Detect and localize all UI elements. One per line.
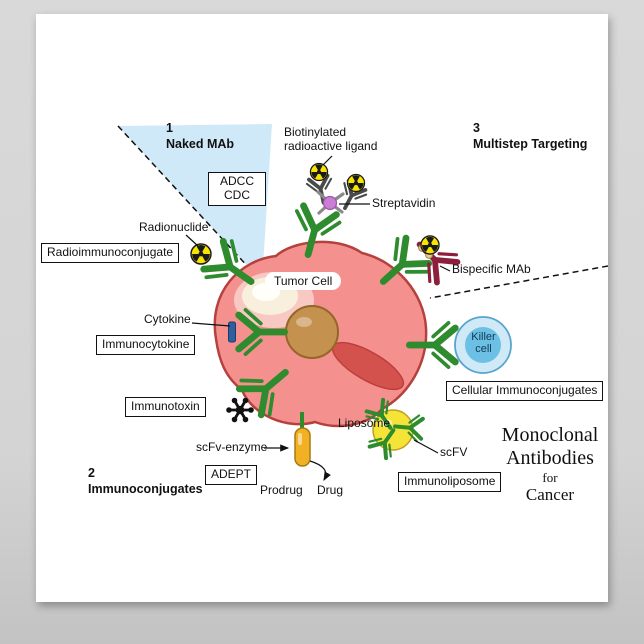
cytokine-icon — [228, 321, 236, 343]
section-3-title: Multistep Targeting — [473, 137, 588, 151]
liposome-icon — [362, 396, 426, 462]
section-3-number: 3 — [473, 121, 480, 135]
poster: 1 Naked MAb ADCC CDC Biotinylated radioa… — [36, 14, 608, 602]
cytokine-label: Cytokine — [144, 312, 191, 326]
cdc-label: CDC — [224, 187, 250, 202]
adcc-cdc-box: ADCC CDC — [208, 172, 266, 206]
enzyme-capsule-icon — [294, 427, 311, 467]
scfv-enzyme-label: scFv-enzyme — [196, 440, 268, 454]
killer-cell-label-line2: cell — [475, 343, 492, 355]
poster-title: Monoclonal Antibodies for Cancer — [480, 424, 620, 505]
radioimmunoconjugate-box: Radioimmunoconjugate — [41, 243, 180, 263]
killer-cell-inner — [465, 327, 501, 363]
killer-cell-icon — [454, 316, 512, 374]
section-2-title: Immunoconjugates — [88, 482, 203, 496]
radionuclide-label: Radionuclide — [139, 220, 209, 234]
section-1-title: Naked MAb — [166, 137, 235, 151]
section-2-number: 2 — [88, 466, 95, 480]
streptavidin-label: Streptavidin — [372, 196, 436, 210]
liposome-label: Liposome — [338, 416, 391, 430]
immunotoxin-box: Immunotoxin — [125, 397, 206, 417]
killer-cell-label: Killer cell — [461, 331, 506, 355]
title-line2: Antibodies — [506, 447, 594, 469]
cellular-immunoconjugates-box: Cellular Immunoconjugates — [446, 381, 604, 401]
adcc-label: ADCC — [219, 174, 254, 188]
radiation-icon — [309, 162, 329, 182]
killer-cell-label-line1: Killer — [471, 331, 496, 343]
drug-label: Drug — [317, 483, 344, 497]
cell-nucleus — [285, 305, 339, 359]
streptavidin-arms — [316, 190, 345, 215]
radiation-icon — [346, 173, 366, 193]
capsule-highlight — [298, 433, 302, 445]
immunoliposome-box: Immunoliposome — [398, 472, 502, 492]
adept-box: ADEPT — [205, 465, 258, 485]
streptavidin-icon — [322, 195, 338, 211]
scfv-pointer — [413, 439, 439, 454]
bispecific-pointer — [439, 265, 451, 272]
radiation-icon — [190, 243, 212, 265]
biotin-pointer — [322, 155, 333, 166]
title-line1: Monoclonal — [501, 424, 599, 446]
cytokine-pointer — [191, 322, 231, 327]
bispecific-mab-label: Bispecific MAb — [452, 262, 531, 276]
radiation-icon — [420, 235, 440, 255]
section-1-number: 1 — [166, 121, 173, 135]
streptavidin-complex — [304, 173, 370, 216]
scfv-label: scFV — [440, 445, 468, 459]
title-line4: Cancer — [525, 485, 575, 504]
tumor-cell-label: Tumor Cell — [265, 272, 342, 290]
prodrug-drug-arrow — [309, 460, 331, 482]
prodrug-label: Prodrug — [260, 483, 303, 497]
diagram-art — [117, 124, 608, 482]
pointer-lines — [185, 155, 451, 482]
title-line3: for — [542, 470, 558, 485]
biotinylated-label-line1: Biotinylated — [284, 125, 347, 139]
sector-divider-left — [117, 125, 263, 283]
radionuclide-pointer — [185, 234, 199, 247]
immunocytokine-box: Immunocytokine — [96, 335, 196, 355]
biotinylated-label-line2: radioactive ligand — [284, 139, 378, 153]
sector-divider-right — [429, 265, 608, 299]
nucleus-highlight — [296, 317, 312, 327]
